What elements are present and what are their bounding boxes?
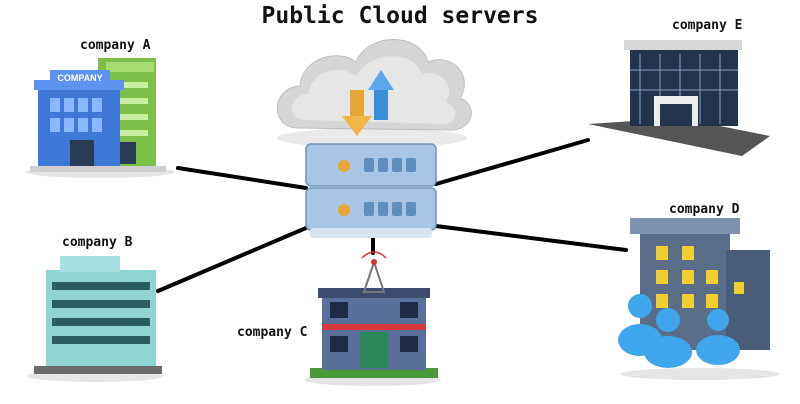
company-b-building	[27, 256, 163, 382]
connector-company-a	[176, 166, 308, 190]
download-arrow-icon	[342, 90, 372, 136]
antenna-icon	[361, 251, 387, 293]
connector-company-d	[434, 224, 628, 252]
company-a-sign	[50, 70, 110, 84]
company-a-building	[25, 58, 175, 178]
diagram-title: Public Cloud servers	[261, 3, 539, 29]
people-icon	[618, 294, 740, 368]
connector-company-e	[434, 138, 590, 186]
company-b-label: company B	[62, 235, 133, 250]
company-a-label: company A	[80, 38, 151, 53]
company-c-building	[305, 288, 441, 386]
connector-company-b	[156, 226, 308, 293]
company-c-label: company C	[237, 325, 308, 340]
connectors	[156, 138, 628, 293]
company-e-building	[588, 40, 770, 156]
company-d-label: company D	[669, 202, 740, 217]
company-e-label: company E	[672, 18, 743, 33]
upload-arrow-icon	[368, 70, 394, 120]
server-rack-icon	[305, 143, 437, 238]
company-a-sign-text: COMPANY	[57, 73, 102, 83]
